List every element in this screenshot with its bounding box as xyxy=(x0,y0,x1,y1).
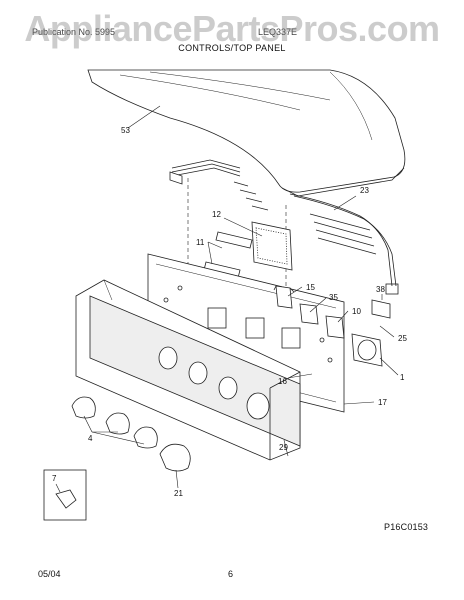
control-board xyxy=(251,221,293,271)
callout-15: 15 xyxy=(306,283,315,292)
top-panel xyxy=(87,69,406,197)
callout-10: 10 xyxy=(352,307,361,316)
callout-25: 25 xyxy=(398,334,407,343)
callout-11: 11 xyxy=(196,238,205,247)
callout-16: 16 xyxy=(278,377,287,386)
callout-7: 7 xyxy=(52,474,57,483)
figure-code: P16C0153 xyxy=(384,522,429,532)
callout-53: 53 xyxy=(121,126,130,135)
callout-numbers: 53 23 12 11 38 15 35 10 25 1 16 17 4 29 … xyxy=(52,126,407,498)
callout-23: 23 xyxy=(360,186,369,195)
timer-and-buzzer xyxy=(351,299,391,367)
callout-29: 29 xyxy=(279,443,288,452)
site-watermark: AppliancePartsPros.com xyxy=(24,8,440,49)
footer-date: 05/04 xyxy=(38,569,61,579)
rotary-switches xyxy=(273,285,345,339)
callout-38: 38 xyxy=(376,285,385,294)
callout-4: 4 xyxy=(88,434,93,443)
callout-1: 1 xyxy=(400,373,405,382)
publication-header: Publication No. 5995 xyxy=(32,27,116,37)
wire-harness xyxy=(233,181,399,295)
callout-35: 35 xyxy=(329,293,338,302)
model-number: LEQ337E xyxy=(258,27,298,37)
leader-lines xyxy=(55,105,399,493)
callout-12: 12 xyxy=(212,210,221,219)
callout-17: 17 xyxy=(378,398,387,407)
section-title: CONTROLS/TOP PANEL xyxy=(178,43,286,53)
callout-21: 21 xyxy=(174,489,183,498)
inset-detail-box xyxy=(43,469,87,521)
control-knobs xyxy=(71,396,191,472)
ribbon-cable xyxy=(169,159,241,185)
front-console xyxy=(75,279,301,461)
page-number: 6 xyxy=(228,569,234,579)
